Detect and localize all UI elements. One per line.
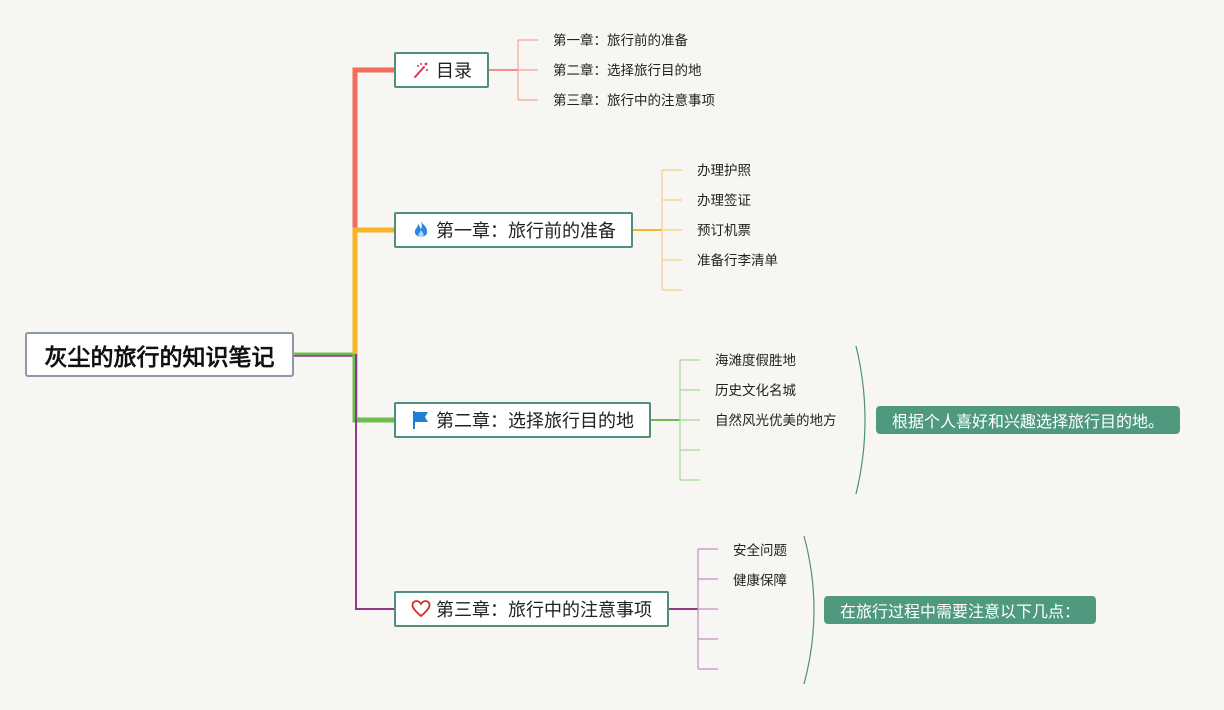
chapter-3-summary[interactable]: 在旅行过程中需要注意以下几点： <box>824 596 1097 624</box>
branch-label: 第三章：旅行中的注意事项 <box>436 600 652 621</box>
chapter-3-leaf[interactable]: 安全问题 <box>733 543 787 559</box>
branch-label: 第二章：选择旅行目的地 <box>436 411 634 432</box>
toc-leaf[interactable]: 第三章：旅行中的注意事项 <box>553 93 715 109</box>
branch-label: 第一章：旅行前的准备 <box>436 221 616 242</box>
chapter-1-leaf[interactable]: 办理护照 <box>697 163 751 179</box>
chapter-2-leaf[interactable]: 海滩度假胜地 <box>715 353 796 369</box>
branch-chapter-1[interactable]: 第一章：旅行前的准备 <box>394 212 633 248</box>
fire-icon <box>410 219 432 241</box>
chapter-1-leaf[interactable]: 准备行李清单 <box>697 253 778 269</box>
branch-chapter-2[interactable]: 第二章：选择旅行目的地 <box>394 402 651 438</box>
chapter-2-leaf[interactable]: 历史文化名城 <box>715 383 796 399</box>
chapter-1-leaf[interactable]: 办理签证 <box>697 193 751 209</box>
heart-icon <box>410 598 432 620</box>
chapter-2-summary[interactable]: 根据个人喜好和兴趣选择旅行目的地。 <box>876 406 1181 434</box>
magic-wand-icon <box>410 59 432 81</box>
toc-leaf[interactable]: 第一章：旅行前的准备 <box>553 33 688 49</box>
toc-leaf[interactable]: 第二章：选择旅行目的地 <box>553 63 702 79</box>
root-topic[interactable]: 灰尘的旅行的知识笔记 <box>25 332 294 377</box>
chapter-1-leaf[interactable]: 预订机票 <box>697 223 751 239</box>
chapter-2-leaf[interactable]: 自然风光优美的地方 <box>715 413 837 429</box>
branch-chapter-3[interactable]: 第三章：旅行中的注意事项 <box>394 591 669 627</box>
flag-icon <box>410 409 432 431</box>
branch-label: 目录 <box>436 61 472 82</box>
branch-toc[interactable]: 目录 <box>394 52 489 88</box>
chapter-3-leaf[interactable]: 健康保障 <box>733 573 787 589</box>
